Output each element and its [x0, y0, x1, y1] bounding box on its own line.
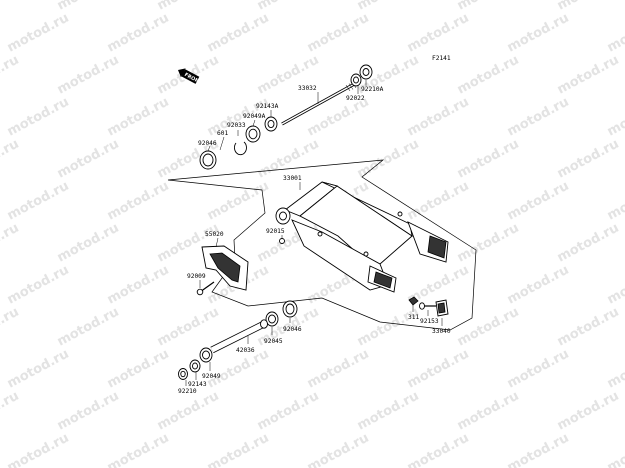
label-92022: 92022	[346, 95, 365, 102]
watermark-text: motod.ru	[0, 0, 22, 14]
watermark-text: motod.ru	[305, 347, 372, 392]
watermark-text: motod.ru	[455, 137, 522, 182]
label-55020: 55020	[205, 231, 224, 238]
watermark-text: motod.ru	[5, 347, 72, 392]
watermark-text: motod.ru	[305, 11, 372, 56]
watermark-text: motod.ru	[105, 179, 172, 224]
watermark-text: motod.ru	[55, 389, 122, 434]
watermark-text: motod.ru	[55, 305, 122, 350]
watermark-text: motod.ru	[505, 347, 572, 392]
label-92033: 92033	[227, 122, 246, 129]
screw-92009	[196, 280, 215, 296]
watermark-text: motod.ru	[555, 389, 622, 434]
watermark-text: motod.ru	[455, 305, 522, 350]
diagram-code: F2141	[432, 55, 451, 62]
watermark-text: motod.ru	[555, 53, 622, 98]
bolt-92015	[279, 235, 285, 244]
label-92153: 92153	[420, 318, 439, 325]
label-311: 311	[408, 314, 419, 321]
watermark-text: motod.ru	[355, 389, 422, 434]
watermark-text: motod.ru	[5, 179, 72, 224]
watermark-text: motod.ru	[455, 389, 522, 434]
label-92210A: 92210A	[361, 86, 384, 93]
watermark-text: motod.ru	[355, 305, 422, 350]
watermark-text: motod.ru	[105, 263, 172, 308]
watermark-text: motod.ru	[205, 11, 272, 56]
watermark-text: motod.ru	[405, 179, 472, 224]
watermark-text: motod.ru	[405, 431, 472, 468]
watermark-text: motod.ru	[605, 95, 625, 140]
watermark-text: motod.ru	[505, 263, 572, 308]
label-92046-mid: 92046	[283, 326, 302, 333]
circlip-92033	[234, 141, 247, 156]
watermark-text: motod.ru	[405, 11, 472, 56]
label-601: 601	[217, 130, 228, 137]
watermark-text: motod.ru	[255, 389, 322, 434]
watermark-text: motod.ru	[405, 95, 472, 140]
label-92210: 92210	[178, 388, 197, 395]
watermark-text: motod.ru	[155, 389, 222, 434]
label-92049A: 92049A	[243, 113, 266, 120]
watermark-text: motod.ru	[155, 305, 222, 350]
label-92009: 92009	[187, 273, 206, 280]
watermark-text: motod.ru	[0, 305, 22, 350]
watermark-text: motod.ru	[205, 431, 272, 468]
watermark-text: motod.ru	[105, 431, 172, 468]
watermark-text: motod.ru	[55, 53, 122, 98]
watermark-text: motod.ru	[0, 389, 22, 434]
watermark-text: motod.ru	[605, 431, 625, 468]
label-92143: 92143	[188, 381, 207, 388]
label-92045: 92045	[264, 338, 283, 345]
watermark-text: motod.ru	[105, 95, 172, 140]
pivot-shaft-lower-assembly	[178, 300, 298, 386]
watermark-text: motod.ru	[605, 11, 625, 56]
label-92049: 92049	[202, 373, 221, 380]
watermark-text: motod.ru	[405, 347, 472, 392]
watermark-text: motod.ru	[555, 137, 622, 182]
watermark-text: motod.ru	[605, 179, 625, 224]
watermark-text: motod.ru	[605, 347, 625, 392]
chain-guide-55020	[201, 237, 249, 291]
watermark-text: motod.ru	[505, 95, 572, 140]
watermark-text: motod.ru	[305, 431, 372, 468]
watermark-text: motod.ru	[505, 179, 572, 224]
watermark-text: motod.ru	[5, 95, 72, 140]
label-33001: 33001	[283, 175, 302, 182]
pivot-shaft-top-assembly	[199, 64, 373, 170]
watermark-text: motod.ru	[105, 347, 172, 392]
label-33032: 33032	[298, 85, 317, 92]
watermark-text: motod.ru	[455, 53, 522, 98]
watermark-text: motod.ru	[5, 11, 72, 56]
watermark-text: motod.ru	[5, 263, 72, 308]
watermark-text: motod.ru	[505, 431, 572, 468]
label-92143A: 92143A	[256, 103, 279, 110]
part-labels: 33032 92022 92210A 92143A 92049A 92033 6…	[178, 85, 451, 395]
watermark-text: motod.ru	[55, 221, 122, 266]
watermark-text: motod.ru	[505, 11, 572, 56]
label-33040: 33040	[432, 328, 451, 335]
label-92046-top: 92046	[198, 140, 217, 147]
assembly-outline	[167, 159, 477, 331]
watermark-text: motod.ru	[105, 11, 172, 56]
watermark-text: motod.ru	[555, 221, 622, 266]
label-42036: 42036	[236, 347, 255, 354]
watermark-text: motod.ru	[0, 137, 22, 182]
adjuster-group	[408, 296, 449, 326]
swing-arm-33001	[275, 181, 449, 293]
watermark-text: motod.ru	[0, 53, 22, 98]
watermark-text: motod.ru	[555, 305, 622, 350]
watermark-text: motod.ru	[0, 221, 22, 266]
watermark-text: motod.ru	[55, 137, 122, 182]
label-92015: 92015	[266, 228, 285, 235]
watermark-text: motod.ru	[5, 431, 72, 468]
watermark-text: motod.ru	[605, 263, 625, 308]
